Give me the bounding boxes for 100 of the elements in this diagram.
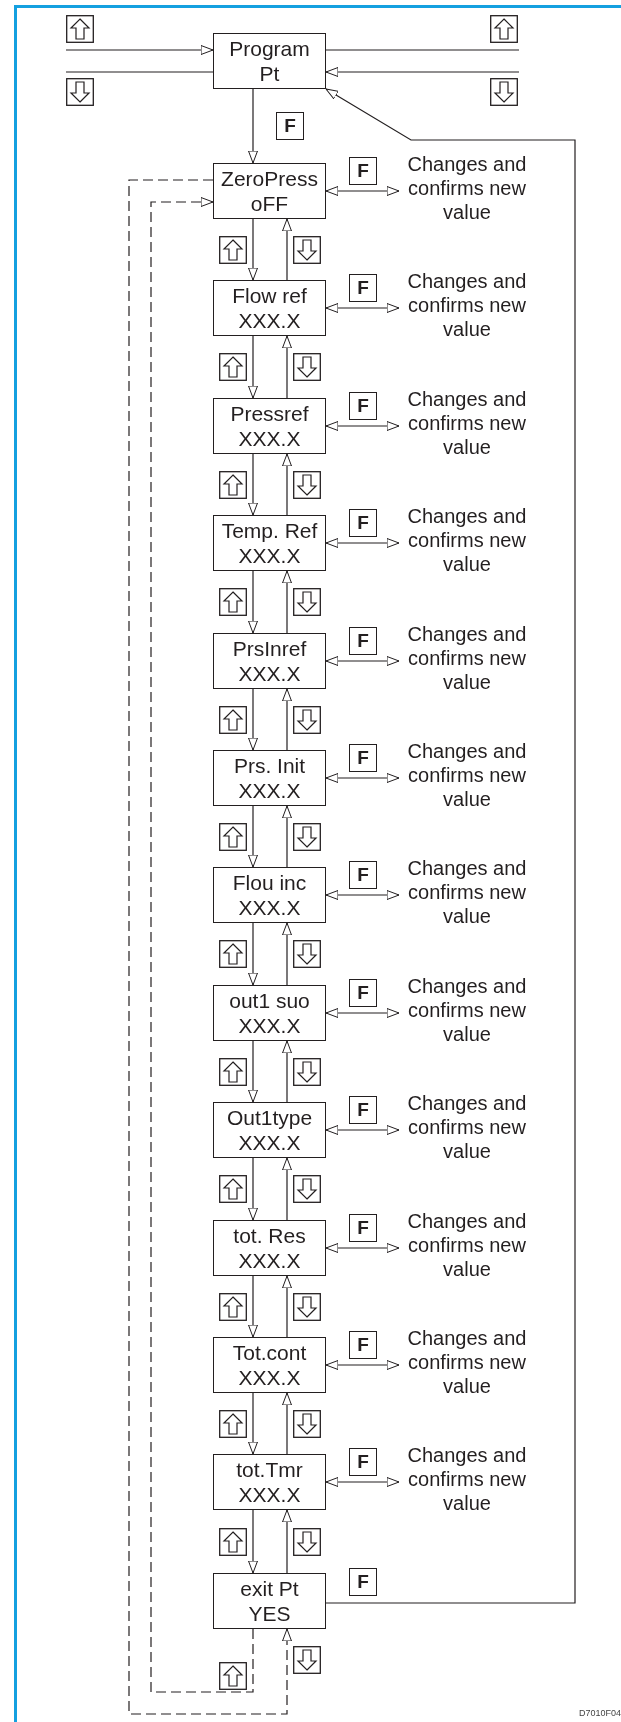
arrow [282, 453, 292, 516]
arrow [65, 45, 214, 55]
display-text: XXX.X [238, 1248, 301, 1273]
display-text: YES [248, 1601, 291, 1626]
note-text: Changes and confirms new value [399, 269, 535, 341]
display-text: Program [229, 36, 310, 61]
note-text: Changes and confirms new value [399, 504, 535, 576]
display-text: PrsInref [232, 636, 307, 661]
arrow [282, 688, 292, 751]
key-label: F [349, 627, 377, 655]
note-text: Changes and confirms new value [399, 739, 535, 811]
arrow [150, 197, 254, 1693]
key-label: F [349, 861, 377, 889]
arrow [248, 1392, 258, 1455]
display-box [213, 1220, 326, 1276]
display-text: XXX.X [238, 308, 301, 333]
key-label: F [349, 157, 377, 185]
key-label: F [349, 744, 377, 772]
key-label: F [349, 1214, 377, 1242]
arrow [282, 805, 292, 868]
display-text: Flou inc [232, 870, 307, 895]
arrow [128, 179, 292, 1715]
arrow [282, 1275, 292, 1338]
arrow [325, 1360, 400, 1370]
display-text: XXX.X [238, 661, 301, 686]
note-text: Changes and confirms new value [399, 1326, 535, 1398]
arrow [325, 88, 576, 1604]
arrow [248, 1509, 258, 1574]
key-label: F [349, 1096, 377, 1124]
key-label: F [349, 509, 377, 537]
arrow [248, 922, 258, 986]
note-text: Changes and confirms new value [399, 1443, 535, 1515]
arrow [248, 805, 258, 868]
arrow [325, 773, 400, 783]
arrow [282, 1040, 292, 1103]
display-text: XXX.X [238, 1365, 301, 1390]
key-label: F [349, 392, 377, 420]
note-text: Changes and confirms new value [399, 1091, 535, 1163]
display-text: XXX.X [238, 1013, 301, 1038]
display-text: tot. Res [233, 1223, 306, 1248]
arrow [282, 1157, 292, 1221]
display-text: XXX.X [238, 543, 301, 568]
display-text: XXX.X [238, 895, 301, 920]
display-box [213, 398, 326, 454]
key-label: F [276, 112, 304, 140]
display-text: Prs. Init [233, 753, 306, 778]
figure-code: D7010F04 [578, 1708, 621, 1718]
key-label: F [349, 979, 377, 1007]
arrow [248, 688, 258, 751]
key-label: F [349, 1448, 377, 1476]
display-text: oFF [250, 191, 289, 216]
arrow [325, 1008, 400, 1018]
arrow [248, 453, 258, 516]
arrow [282, 218, 292, 281]
key-label: F [349, 274, 377, 302]
display-text: Tot.cont [232, 1340, 307, 1365]
arrow [325, 303, 400, 313]
display-text: Pressref [230, 401, 309, 426]
note-text: Changes and confirms new value [399, 387, 535, 459]
arrow [325, 890, 400, 900]
display-text: out1 suo [229, 988, 310, 1013]
display-box [213, 1337, 326, 1393]
arrow [282, 570, 292, 634]
display-text: XXX.X [238, 778, 301, 803]
display-text: Pt [259, 61, 280, 86]
display-box [213, 985, 326, 1041]
arrow [282, 335, 292, 399]
note-text: Changes and confirms new value [399, 856, 535, 928]
arrow [325, 1125, 400, 1135]
arrow [325, 421, 400, 431]
display-text: Flow ref [232, 283, 307, 308]
display-box [213, 633, 326, 689]
arrow [325, 538, 400, 548]
note-text: Changes and confirms new value [399, 974, 535, 1046]
note-text: Changes and confirms new value [399, 622, 535, 694]
arrow [282, 1392, 292, 1455]
display-box [213, 867, 326, 923]
arrow [248, 570, 258, 634]
arrow [325, 67, 520, 77]
arrow [325, 186, 400, 196]
arrow [248, 218, 258, 281]
display-box [213, 1454, 326, 1510]
arrow [282, 1509, 292, 1574]
arrow [325, 1477, 400, 1487]
display-box [213, 1573, 326, 1629]
display-box [213, 750, 326, 806]
note-text: Changes and confirms new value [399, 152, 535, 224]
arrow [248, 88, 258, 164]
note-text: Changes and confirms new value [399, 1209, 535, 1281]
display-box [213, 163, 326, 219]
display-text: XXX.X [238, 1482, 301, 1507]
arrow [325, 1243, 400, 1253]
display-box [213, 515, 326, 571]
display-text: tot.Tmr [236, 1457, 303, 1482]
display-box [213, 280, 326, 336]
key-label: F [349, 1568, 377, 1596]
arrow [248, 1275, 258, 1338]
display-text: XXX.X [238, 426, 301, 451]
display-text: exit Pt [240, 1576, 299, 1601]
key-label: F [349, 1331, 377, 1359]
